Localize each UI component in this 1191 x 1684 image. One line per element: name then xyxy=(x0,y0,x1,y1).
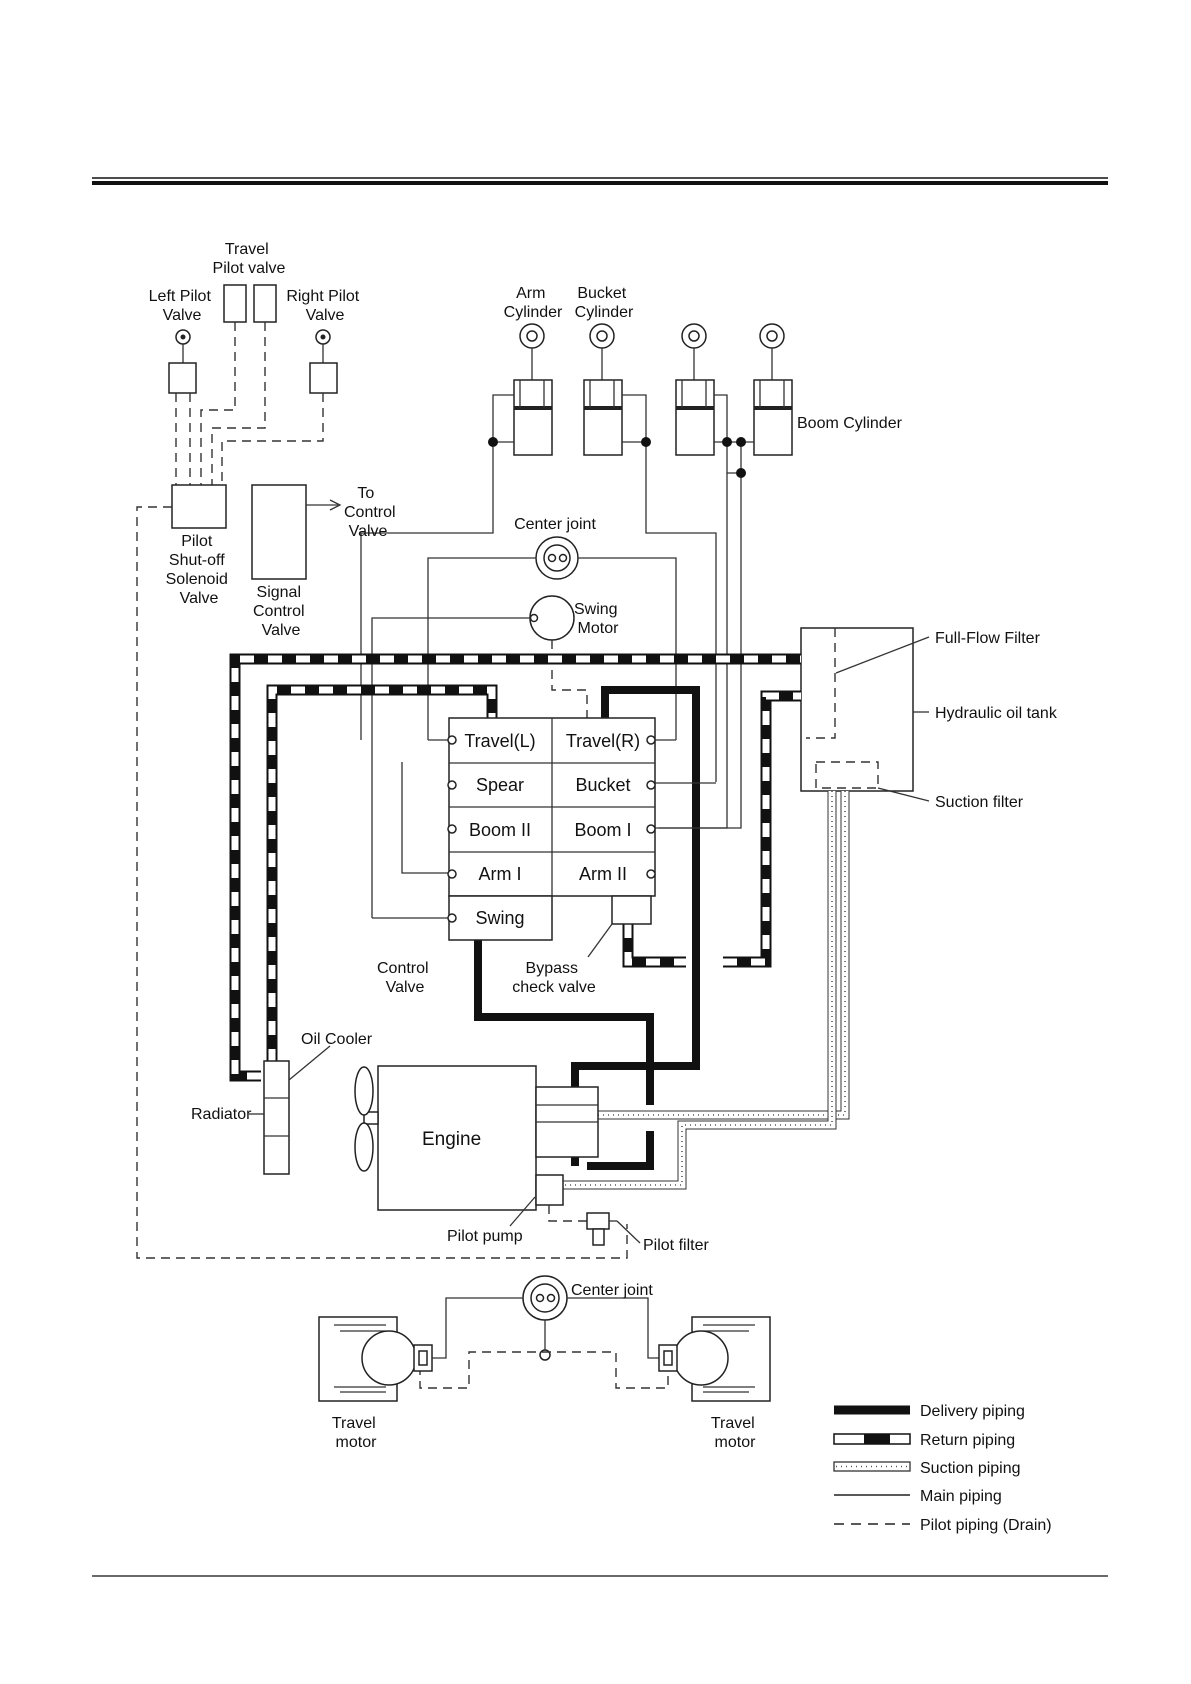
pilot-shutoff-solenoid-valve xyxy=(171,484,227,529)
travel-motor-right xyxy=(658,1316,771,1402)
cv-section-travel-l: Travel(L) xyxy=(464,731,535,751)
center-joint-lower xyxy=(419,1275,669,1389)
label-left-pilot-valve: Left Pilot Valve xyxy=(149,288,216,324)
swing-motor xyxy=(371,595,588,918)
label-pilot-filter: Pilot filter xyxy=(643,1237,709,1254)
control-valve-port-lines xyxy=(372,739,728,919)
cv-section-bucket: Bucket xyxy=(575,775,630,795)
boom-cylinder-right xyxy=(753,323,793,456)
suction-piping xyxy=(563,791,850,1190)
bypass-check-valve xyxy=(611,895,652,925)
label-pilot-solenoid: Pilot Shut-off Solenoid Valve xyxy=(166,533,233,607)
label-pilot-pump: Pilot pump xyxy=(447,1228,523,1245)
pilot-pump xyxy=(535,1174,564,1206)
legend-pilot-label: Pilot piping (Drain) xyxy=(920,1517,1052,1534)
bucket-cylinder xyxy=(583,323,623,456)
signal-control-valve xyxy=(251,484,307,580)
legend-return-label: Return piping xyxy=(920,1432,1015,1449)
label-to-control-valve: To Control Valve xyxy=(344,485,400,540)
label-swing-motor: Swing Motor xyxy=(574,601,622,637)
label-radiator: Radiator xyxy=(191,1106,252,1123)
label-engine: Engine xyxy=(422,1129,481,1150)
center-joint-upper xyxy=(427,536,677,740)
legend-pilot: Pilot piping (Drain) xyxy=(834,1517,1052,1534)
cv-section-boom-i: Boom I xyxy=(574,820,631,840)
label-control-valve: Control Valve xyxy=(377,960,433,996)
delivery-piping xyxy=(474,686,700,1170)
cylinder-main-lines xyxy=(360,394,754,829)
legend-suction-label: Suction piping xyxy=(920,1460,1021,1477)
label-right-pilot-valve: Right Pilot Valve xyxy=(286,288,363,324)
legend: Delivery piping Return piping Suction pi… xyxy=(833,1403,1052,1534)
label-arm-cylinder: Arm Cylinder xyxy=(504,285,563,321)
hydraulic-oil-tank xyxy=(800,627,914,792)
label-travel-pilot-valve: Travel Pilot valve xyxy=(213,241,286,277)
pilot-filter xyxy=(548,1205,641,1246)
cv-section-arm-ii: Arm II xyxy=(579,864,627,884)
legend-delivery-label: Delivery piping xyxy=(920,1403,1025,1420)
label-oil-cooler: Oil Cooler xyxy=(301,1031,373,1048)
cv-section-spear: Spear xyxy=(476,775,524,795)
pilot-return-line xyxy=(136,506,628,1259)
legend-suction: Suction piping xyxy=(833,1460,1021,1477)
label-bucket-cylinder: Bucket Cylinder xyxy=(575,285,634,321)
boom-cylinder-left xyxy=(675,323,715,456)
cv-section-arm-i: Arm I xyxy=(479,864,522,884)
label-full-flow-filter: Full-Flow Filter xyxy=(935,630,1041,647)
control-valve-block: Travel(L) Spear Boom II Arm I Swing Trav… xyxy=(447,717,656,941)
engine xyxy=(354,1065,599,1211)
arm-cylinder xyxy=(513,323,553,456)
cv-section-boom-ii: Boom II xyxy=(469,820,531,840)
left-pilot-valve xyxy=(168,329,197,394)
label-hydraulic-oil-tank: Hydraulic oil tank xyxy=(935,705,1058,722)
to-control-valve-arrow xyxy=(306,499,342,511)
label-bypass-check-valve: Bypass check valve xyxy=(512,960,596,996)
return-piping xyxy=(229,653,801,1082)
pilot-lines-upper xyxy=(175,322,324,485)
radiator-oil-cooler xyxy=(249,1045,331,1175)
label-travel-motor-left: Travel motor xyxy=(332,1415,380,1451)
legend-delivery: Delivery piping xyxy=(834,1403,1025,1420)
cv-section-swing: Swing xyxy=(475,908,524,928)
label-travel-motor-right: Travel motor xyxy=(711,1415,759,1451)
travel-motor-left xyxy=(318,1316,433,1402)
legend-return: Return piping xyxy=(833,1432,1015,1449)
label-boom-cylinder: Boom Cylinder xyxy=(797,415,903,432)
cv-section-travel-r: Travel(R) xyxy=(566,731,640,751)
diagram-labels: Travel Pilot valve Left Pilot Valve Righ… xyxy=(149,241,1058,1451)
label-signal-control-valve: Signal Control Valve xyxy=(253,584,309,639)
label-center-joint-top: Center joint xyxy=(514,516,596,533)
label-center-joint-bottom: Center joint xyxy=(571,1282,653,1299)
legend-main: Main piping xyxy=(834,1488,1002,1505)
header-rule xyxy=(92,177,1108,185)
right-pilot-valve xyxy=(309,329,338,394)
travel-pilot-valve xyxy=(223,284,277,323)
legend-main-label: Main piping xyxy=(920,1488,1002,1505)
label-suction-filter: Suction filter xyxy=(935,794,1024,811)
